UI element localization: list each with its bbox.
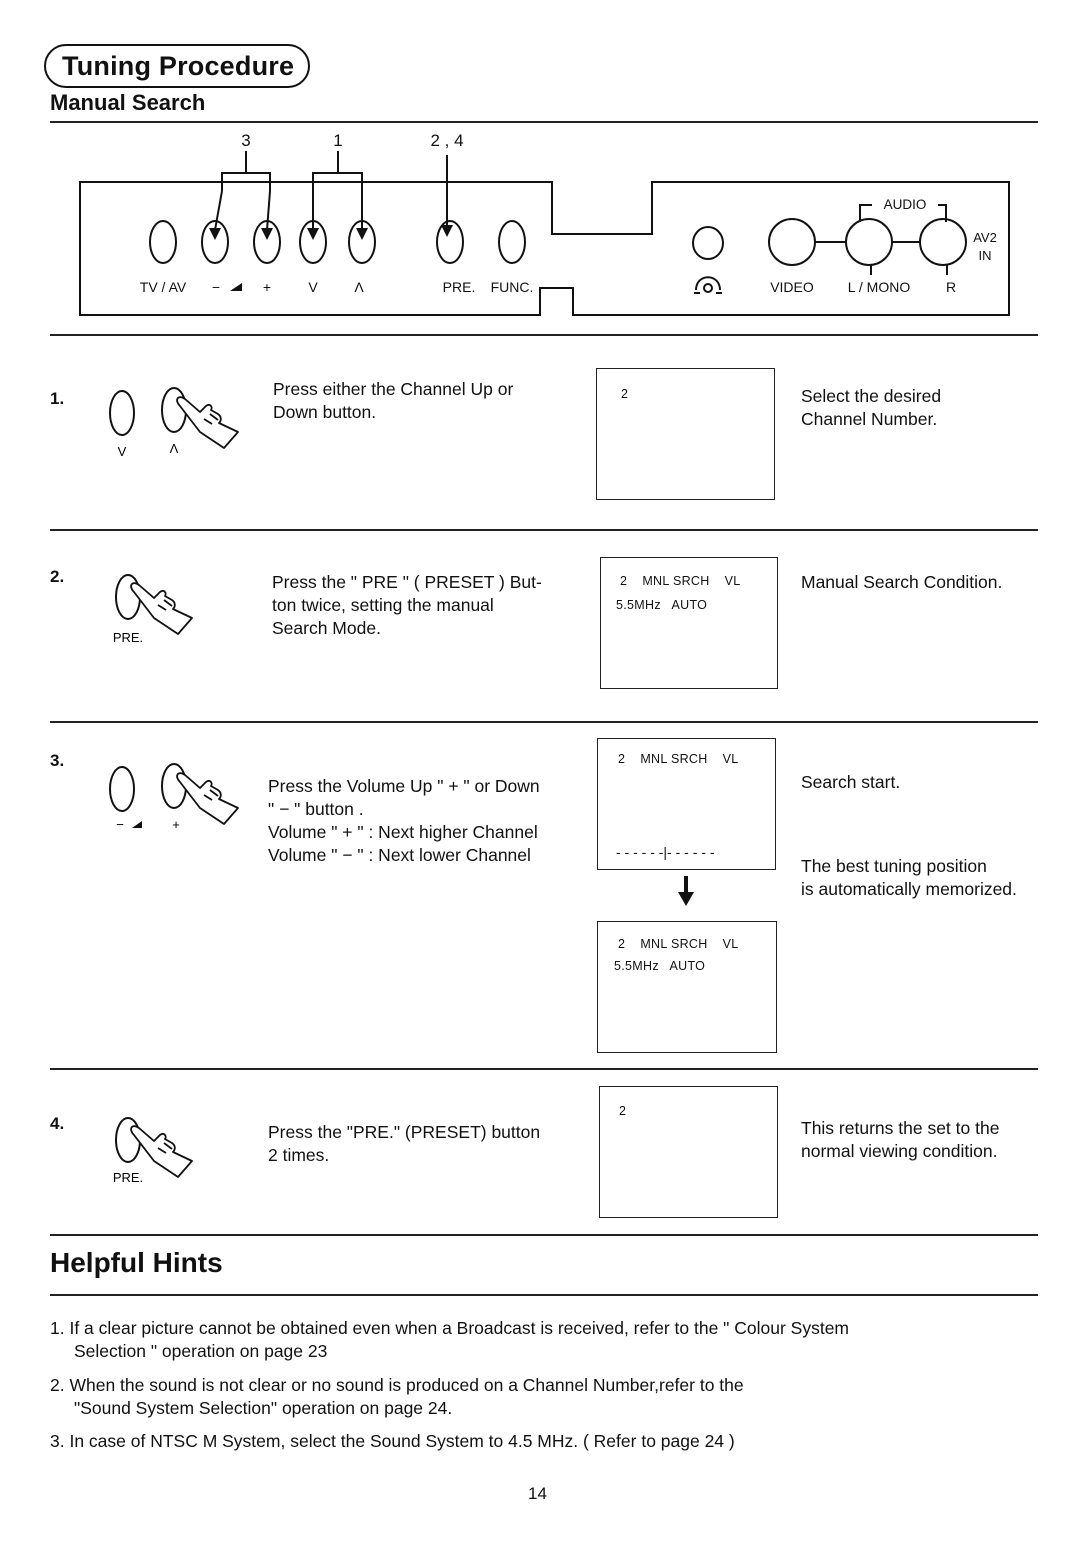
callout-2-4: 2 , 4 [430,131,463,150]
pressing-hand-icon [130,582,193,635]
volume-buttons-icon: − + [109,763,239,832]
pressing-hand-icon [130,1125,193,1178]
step-result: Search start. [801,772,901,792]
hint-item: 3. In case of NTSC M System, select the … [50,1431,735,1451]
label-ch-up: Λ [354,279,364,295]
label-audio: AUDIO [884,197,927,212]
tv-screen: 2 MNL SRCH VL - - - - - -|- - - - - - [597,738,776,870]
pressing-hand-icon [176,396,239,449]
step-instruction: Press the Volume Up " + " or Down " − " … [268,776,540,865]
label-l-mono: L / MONO [848,279,911,295]
label-vol-minus: − [212,279,220,295]
step-number: 1. [50,389,65,408]
label-func: FUNC. [491,279,534,295]
hint-item: 2. When the sound is not clear or no sou… [50,1375,744,1418]
step-number: 2. [50,567,65,586]
channel-buttons-icon: V Λ [109,387,239,459]
label-tv-av: TV / AV [140,279,187,295]
tv-screen: 2 [596,368,775,500]
callout-3: 3 [241,131,250,150]
divider [50,1068,1038,1070]
down-arrow-icon [678,876,694,906]
svg-text:+: + [172,817,180,832]
step-result: This returns the set to the normal viewi… [801,1118,1000,1161]
label-pre: PRE. [443,279,476,295]
step-result: Manual Search Condition. [801,572,1003,592]
svg-text:PRE.: PRE. [113,630,143,645]
tv-screen: 2 [599,1086,778,1218]
divider [50,529,1038,531]
label-ch-down: V [308,279,318,295]
svg-text:−: − [116,817,124,832]
divider [50,334,1038,336]
label-av2: AV2 [973,230,997,245]
step-instruction: Press the " PRE " ( PRESET ) But- ton tw… [272,572,542,638]
divider [50,1294,1038,1296]
pre-button-icon: PRE. [113,1117,193,1185]
pre-button-icon: PRE. [113,574,193,645]
label-video: VIDEO [770,279,814,295]
step-number: 4. [50,1114,65,1133]
svg-text:Λ: Λ [170,441,179,456]
tuning-bar: - - - - - -|- - - - - - [616,844,715,860]
tv-screen: 2 MNL SRCH VL 5.5MHz AUTO [597,921,777,1053]
page-number: 14 [528,1484,547,1503]
volume-icon [230,283,242,291]
section-subtitle: Manual Search [50,90,206,115]
headphone-icon [694,276,722,294]
hints-title: Helpful Hints [50,1247,223,1278]
step-result-note: The best tuning position is automaticall… [801,856,1017,899]
label-r: R [946,279,956,295]
svg-text:PRE.: PRE. [113,1170,143,1185]
section-title: Tuning Procedure [44,44,311,88]
divider [50,721,1038,723]
step-number: 3. [50,751,65,770]
hint-item: 1. If a clear picture cannot be obtained… [50,1318,850,1361]
tv-screen: 2 MNL SRCH VL 5.5MHz AUTO [600,557,778,689]
step-instruction: Press either the Channel Up or Down butt… [273,379,514,422]
callout-1: 1 [333,131,342,150]
pressing-hand-icon [176,772,239,825]
label-in: IN [979,248,992,263]
divider [50,1234,1038,1236]
step-instruction: Press the "PRE." (PRESET) button 2 times… [268,1122,541,1165]
front-panel-diagram: 3 1 2 , 4 TV / AV − + V Λ PRE. FUNC. VID… [79,131,1010,316]
divider [50,121,1038,123]
svg-text:V: V [118,444,127,459]
volume-icon [132,821,142,828]
step-result: Select the desired Channel Number. [801,386,942,429]
label-vol-plus: + [263,279,271,295]
